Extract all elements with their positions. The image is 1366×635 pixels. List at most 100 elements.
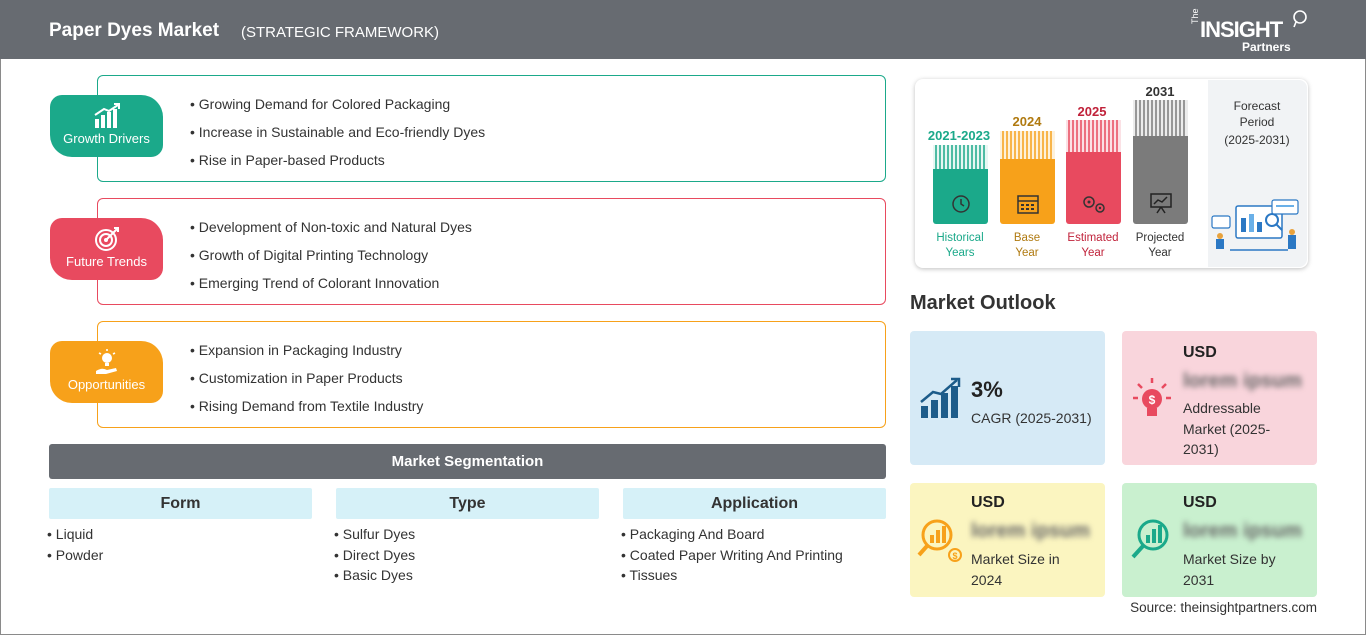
market-size-2024-usd: USD xyxy=(971,494,1005,511)
market-size-2024-value-blurred: lorem ipsum xyxy=(971,520,1090,542)
logo-swoosh-icon xyxy=(1293,10,1307,28)
list-item: Rise in Paper-based Products xyxy=(190,146,485,174)
caption-line: Year xyxy=(1015,247,1039,259)
market-size-2031-card: USD lorem ipsum Market Size by 2031 xyxy=(1122,483,1317,597)
bar-stripes xyxy=(1000,131,1055,159)
market-size-2024-label: Market Size in 2024 xyxy=(971,551,1060,588)
list-item: Increase in Sustainable and Eco-friendly… xyxy=(190,118,485,146)
header-bar: Paper Dyes Market (STRATEGIC FRAMEWORK) … xyxy=(0,0,1366,59)
future-trends-label: Future Trends xyxy=(66,254,147,269)
growth-drivers-badge: Growth Drivers xyxy=(50,95,163,157)
cagr-value: 3% xyxy=(971,377,1003,402)
forecast-line: Forecast xyxy=(1233,99,1281,113)
market-size-2024-card: $ USD lorem ipsum Market Size in 2024 xyxy=(910,483,1105,597)
svg-text:$: $ xyxy=(952,551,957,561)
cagr-label: CAGR (2025-2031) xyxy=(971,410,1092,426)
segment-list-form: Liquid Powder xyxy=(47,524,103,565)
timeline-caption-historical: Historical Years xyxy=(925,231,995,261)
timeline-year-projected: 2031 xyxy=(1145,84,1175,99)
caption-line: Year xyxy=(1081,247,1105,259)
page-subtitle: (STRATEGIC FRAMEWORK) xyxy=(241,24,440,41)
addressable-usd: USD xyxy=(1183,344,1217,361)
source-credit: Source: theinsightpartners.com xyxy=(1130,600,1317,615)
analyst-dashboard-icon xyxy=(1211,199,1299,251)
growth-chart-icon xyxy=(920,377,961,418)
bar-stripes xyxy=(1133,100,1188,136)
dollar-bulb-icon: $ xyxy=(1133,378,1171,416)
presentation-icon xyxy=(1150,193,1172,214)
page-title: Paper Dyes Market xyxy=(49,20,220,41)
timeline-year-base: 2024 xyxy=(1012,114,1042,129)
list-item: Rising Demand from Textile Industry xyxy=(190,392,424,420)
segment-heading-application: Application xyxy=(623,488,886,519)
logo-the: The xyxy=(1190,8,1200,24)
timeline-year-historical: 2021-2023 xyxy=(927,128,991,143)
magnifier-chart-icon xyxy=(1131,519,1169,559)
list-item: Powder xyxy=(47,545,103,566)
timeline-caption-estimated: Estimated Year xyxy=(1058,231,1128,261)
bar-stripes xyxy=(933,145,988,169)
caption-line: Year xyxy=(1148,247,1172,259)
market-size-2031-label: Market Size by 2031 xyxy=(1183,551,1276,588)
timeline-bar-historical xyxy=(933,145,988,224)
list-item: Emerging Trend of Colorant Innovation xyxy=(190,269,472,297)
forecast-period-label: Forecast Period (2025-2031) xyxy=(1212,98,1302,148)
logo-partners: Partners xyxy=(1242,40,1291,54)
opportunities-label: Opportunities xyxy=(67,377,146,392)
caption-line: Historical xyxy=(936,232,984,244)
timeline-bar-base xyxy=(1000,131,1055,224)
gears-icon xyxy=(1083,196,1105,213)
list-item: Sulfur Dyes xyxy=(334,524,415,545)
timeline-year-estimated: 2025 xyxy=(1077,104,1107,119)
segment-list-type: Sulfur Dyes Direct Dyes Basic Dyes xyxy=(334,524,415,586)
list-item: Customization in Paper Products xyxy=(190,364,423,392)
growth-drivers-label: Growth Drivers xyxy=(63,131,150,146)
timeline-caption-base: Base Year xyxy=(992,231,1062,261)
market-size-2031-usd: USD xyxy=(1183,494,1217,511)
future-trends-list: Development of Non-toxic and Natural Dye… xyxy=(190,213,472,297)
addressable-label: Addressable Market (2025-2031) xyxy=(1183,400,1271,457)
lightbulb-hand-icon xyxy=(95,349,117,374)
timeline-bar-projected xyxy=(1133,100,1188,224)
list-item: Packaging And Board xyxy=(621,524,843,545)
list-item: Growth of Digital Printing Technology xyxy=(190,241,472,269)
future-trends-badge: Future Trends xyxy=(50,218,163,280)
caption-line: Projected xyxy=(1135,232,1185,244)
list-item: Basic Dyes xyxy=(334,565,415,586)
bar-growth-icon xyxy=(93,103,120,128)
market-outlook-title: Market Outlook xyxy=(910,292,1056,314)
insight-partners-logo[interactable]: The INSIGHT Partners xyxy=(1190,8,1310,54)
cagr-card: 3% CAGR (2025-2031) xyxy=(910,331,1105,465)
opportunities-list: Expansion in Packaging Industry Customiz… xyxy=(190,336,424,420)
list-item: Coated Paper Writing And Printing xyxy=(621,545,843,566)
list-item: Expansion in Packaging Industry xyxy=(190,336,423,364)
market-size-2031-value-blurred: lorem ipsum xyxy=(1183,520,1302,542)
forecast-line: (2025-2031) xyxy=(1224,133,1290,147)
calendar-icon xyxy=(1017,195,1039,214)
caption-line: Years xyxy=(945,247,975,259)
addressable-value-blurred: lorem ipsum xyxy=(1183,370,1302,392)
list-item: Direct Dyes xyxy=(334,545,415,566)
forecast-line: Period xyxy=(1239,115,1275,129)
caption-line: Base xyxy=(1013,232,1041,244)
market-segmentation-bar: Market Segmentation xyxy=(49,444,886,479)
segment-list-application: Packaging And Board Coated Paper Writing… xyxy=(621,524,843,586)
timeline-bar-estimated xyxy=(1066,120,1121,224)
opportunities-badge: Opportunities xyxy=(50,341,163,403)
list-item: Growing Demand for Colored Packaging xyxy=(190,90,485,118)
segment-heading-form: Form xyxy=(49,488,312,519)
magnifier-dollar-icon: $ xyxy=(917,519,962,562)
growth-drivers-list: Growing Demand for Colored Packaging Inc… xyxy=(190,90,485,174)
list-item: Tissues xyxy=(621,565,843,586)
segment-heading-type: Type xyxy=(336,488,599,519)
svg-text:$: $ xyxy=(1149,393,1156,407)
target-icon xyxy=(94,227,119,251)
history-icon xyxy=(952,195,970,213)
timeline-caption-projected: Projected Year xyxy=(1125,231,1195,261)
list-item: Liquid xyxy=(47,524,103,545)
logo-insight: INSIGHT xyxy=(1200,17,1283,42)
list-item: Development of Non-toxic and Natural Dye… xyxy=(190,213,472,241)
caption-line: Estimated xyxy=(1067,232,1119,244)
bar-stripes xyxy=(1066,120,1121,152)
addressable-market-card: $ USD lorem ipsum Addressable Market (20… xyxy=(1122,331,1317,465)
